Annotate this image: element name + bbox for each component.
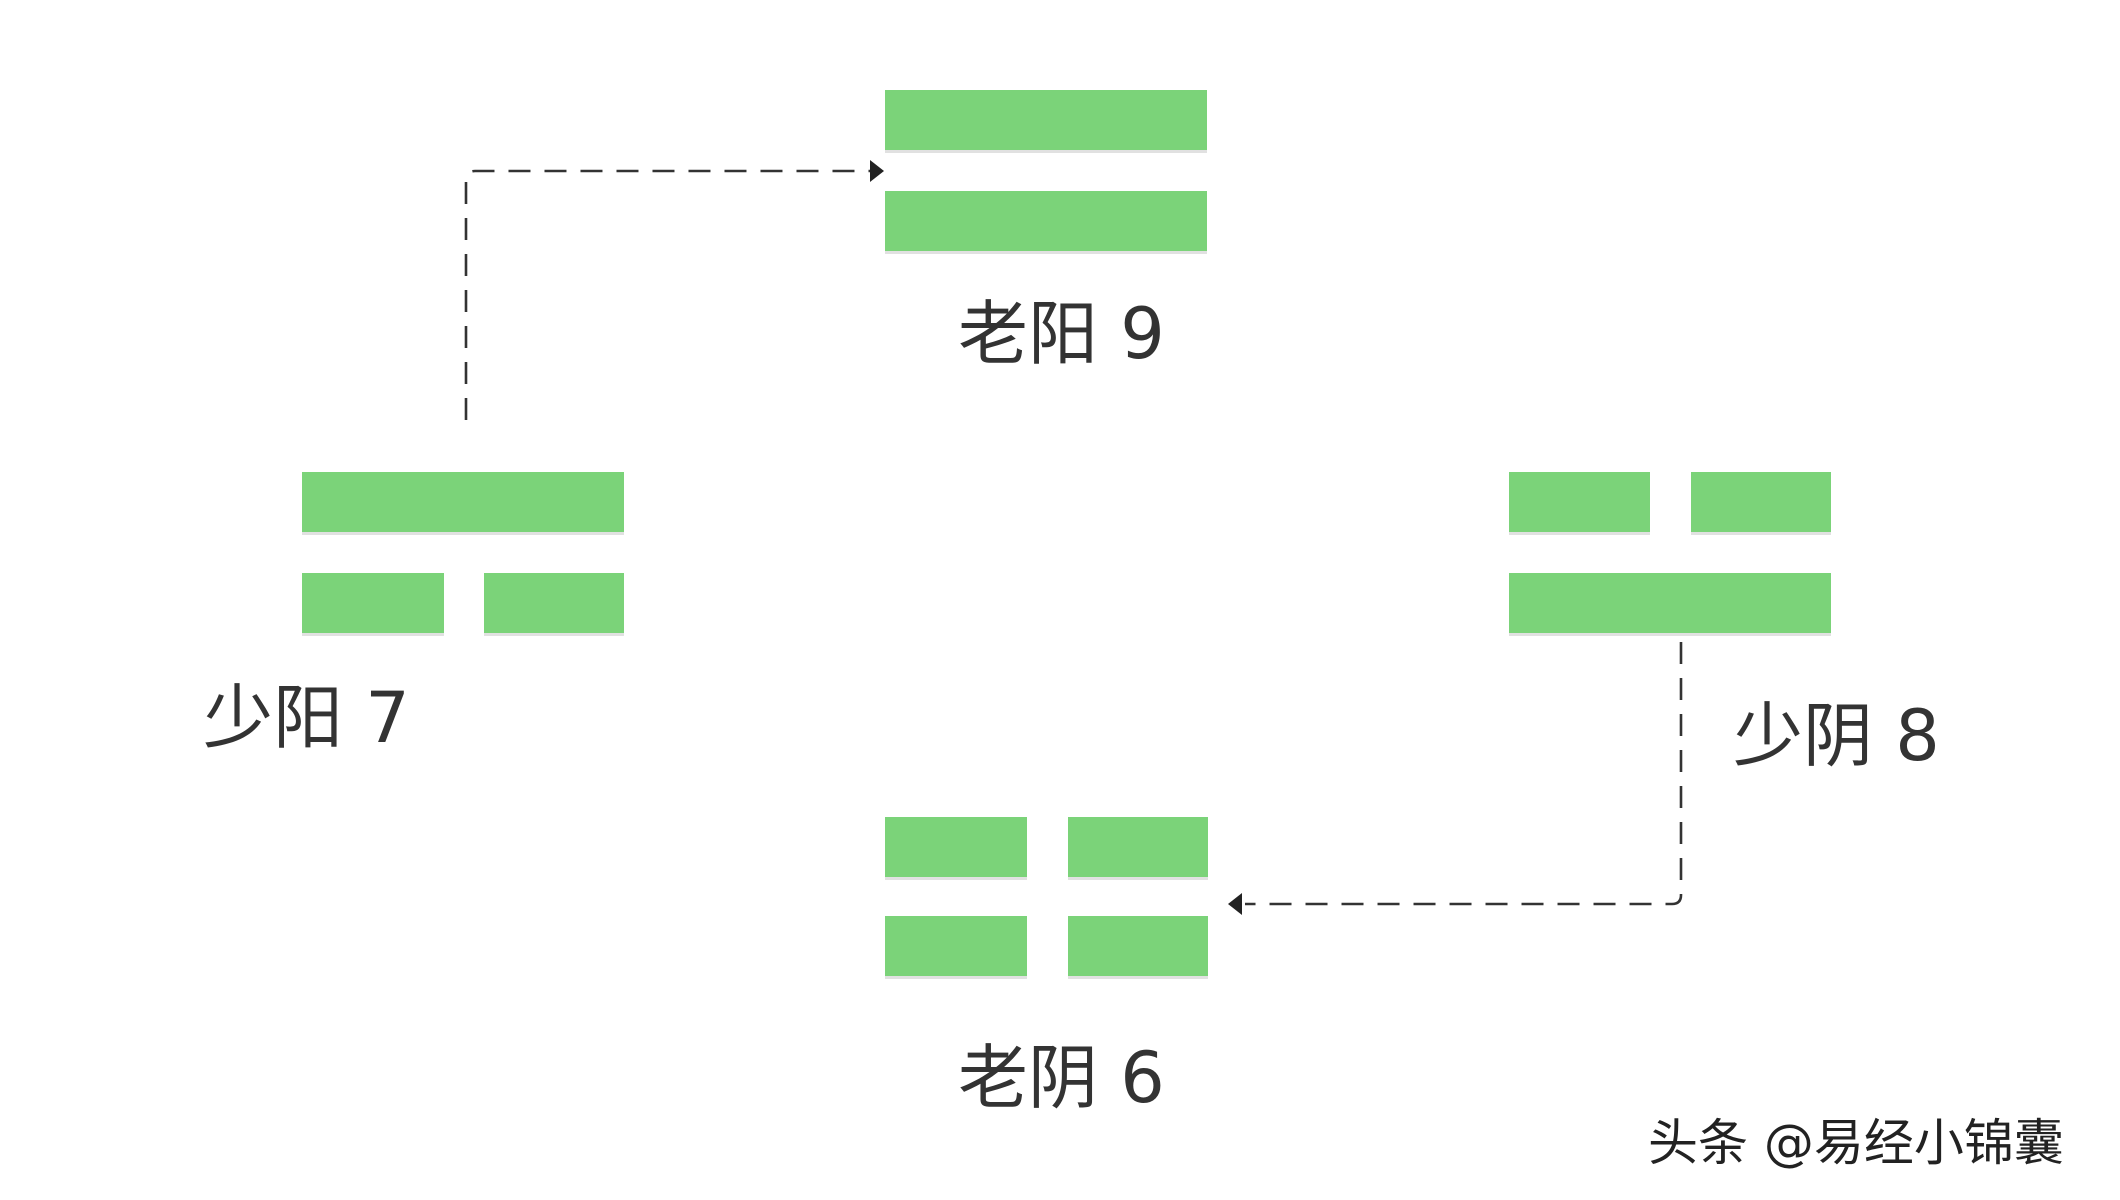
yin-line-right bbox=[1068, 916, 1208, 976]
yao-line-top bbox=[1509, 472, 1831, 535]
figure-label: 少阴 8 bbox=[1733, 695, 1940, 777]
dashed-connector-line bbox=[464, 169, 872, 420]
arrowhead-icon bbox=[870, 160, 884, 182]
yao-line-top bbox=[885, 817, 1208, 880]
yang-line bbox=[1509, 573, 1831, 633]
yang-line bbox=[885, 90, 1207, 150]
figure-label: 老阴 6 bbox=[958, 1037, 1165, 1119]
yao-line-bottom bbox=[885, 916, 1208, 979]
yin-line-left bbox=[885, 916, 1027, 976]
figure-label: 老阳 9 bbox=[958, 293, 1165, 375]
yin-line-left bbox=[302, 573, 444, 633]
figure-young-yin: 少阴 8 bbox=[1509, 472, 1940, 777]
figure-old-yang: 老阳 9 bbox=[885, 90, 1207, 375]
yin-line-left bbox=[885, 817, 1027, 877]
connector-young-yin-to-old-yin bbox=[1228, 642, 1683, 915]
yin-line-right bbox=[484, 573, 624, 633]
figure-label: 少阳 7 bbox=[203, 677, 410, 759]
watermark-text: 头条 @易经小锦囊 bbox=[1648, 1114, 2064, 1172]
yao-line-bottom bbox=[302, 573, 624, 636]
figure-old-yin: 老阴 6 bbox=[885, 817, 1208, 1119]
yin-line-right bbox=[1068, 817, 1208, 877]
yao-line-top bbox=[885, 90, 1207, 153]
dashed-connector-line bbox=[1245, 642, 1683, 906]
yang-line bbox=[302, 472, 624, 532]
connector-young-yang-to-old-yang bbox=[464, 160, 884, 420]
yin-line-left bbox=[1509, 472, 1650, 532]
figure-young-yang: 少阳 7 bbox=[203, 472, 624, 759]
yin-line-right bbox=[1691, 472, 1831, 532]
arrowhead-icon bbox=[1228, 893, 1242, 915]
yao-line-bottom bbox=[1509, 573, 1831, 636]
yang-line bbox=[885, 191, 1207, 251]
yao-line-top bbox=[302, 472, 624, 535]
yao-line-bottom bbox=[885, 191, 1207, 254]
